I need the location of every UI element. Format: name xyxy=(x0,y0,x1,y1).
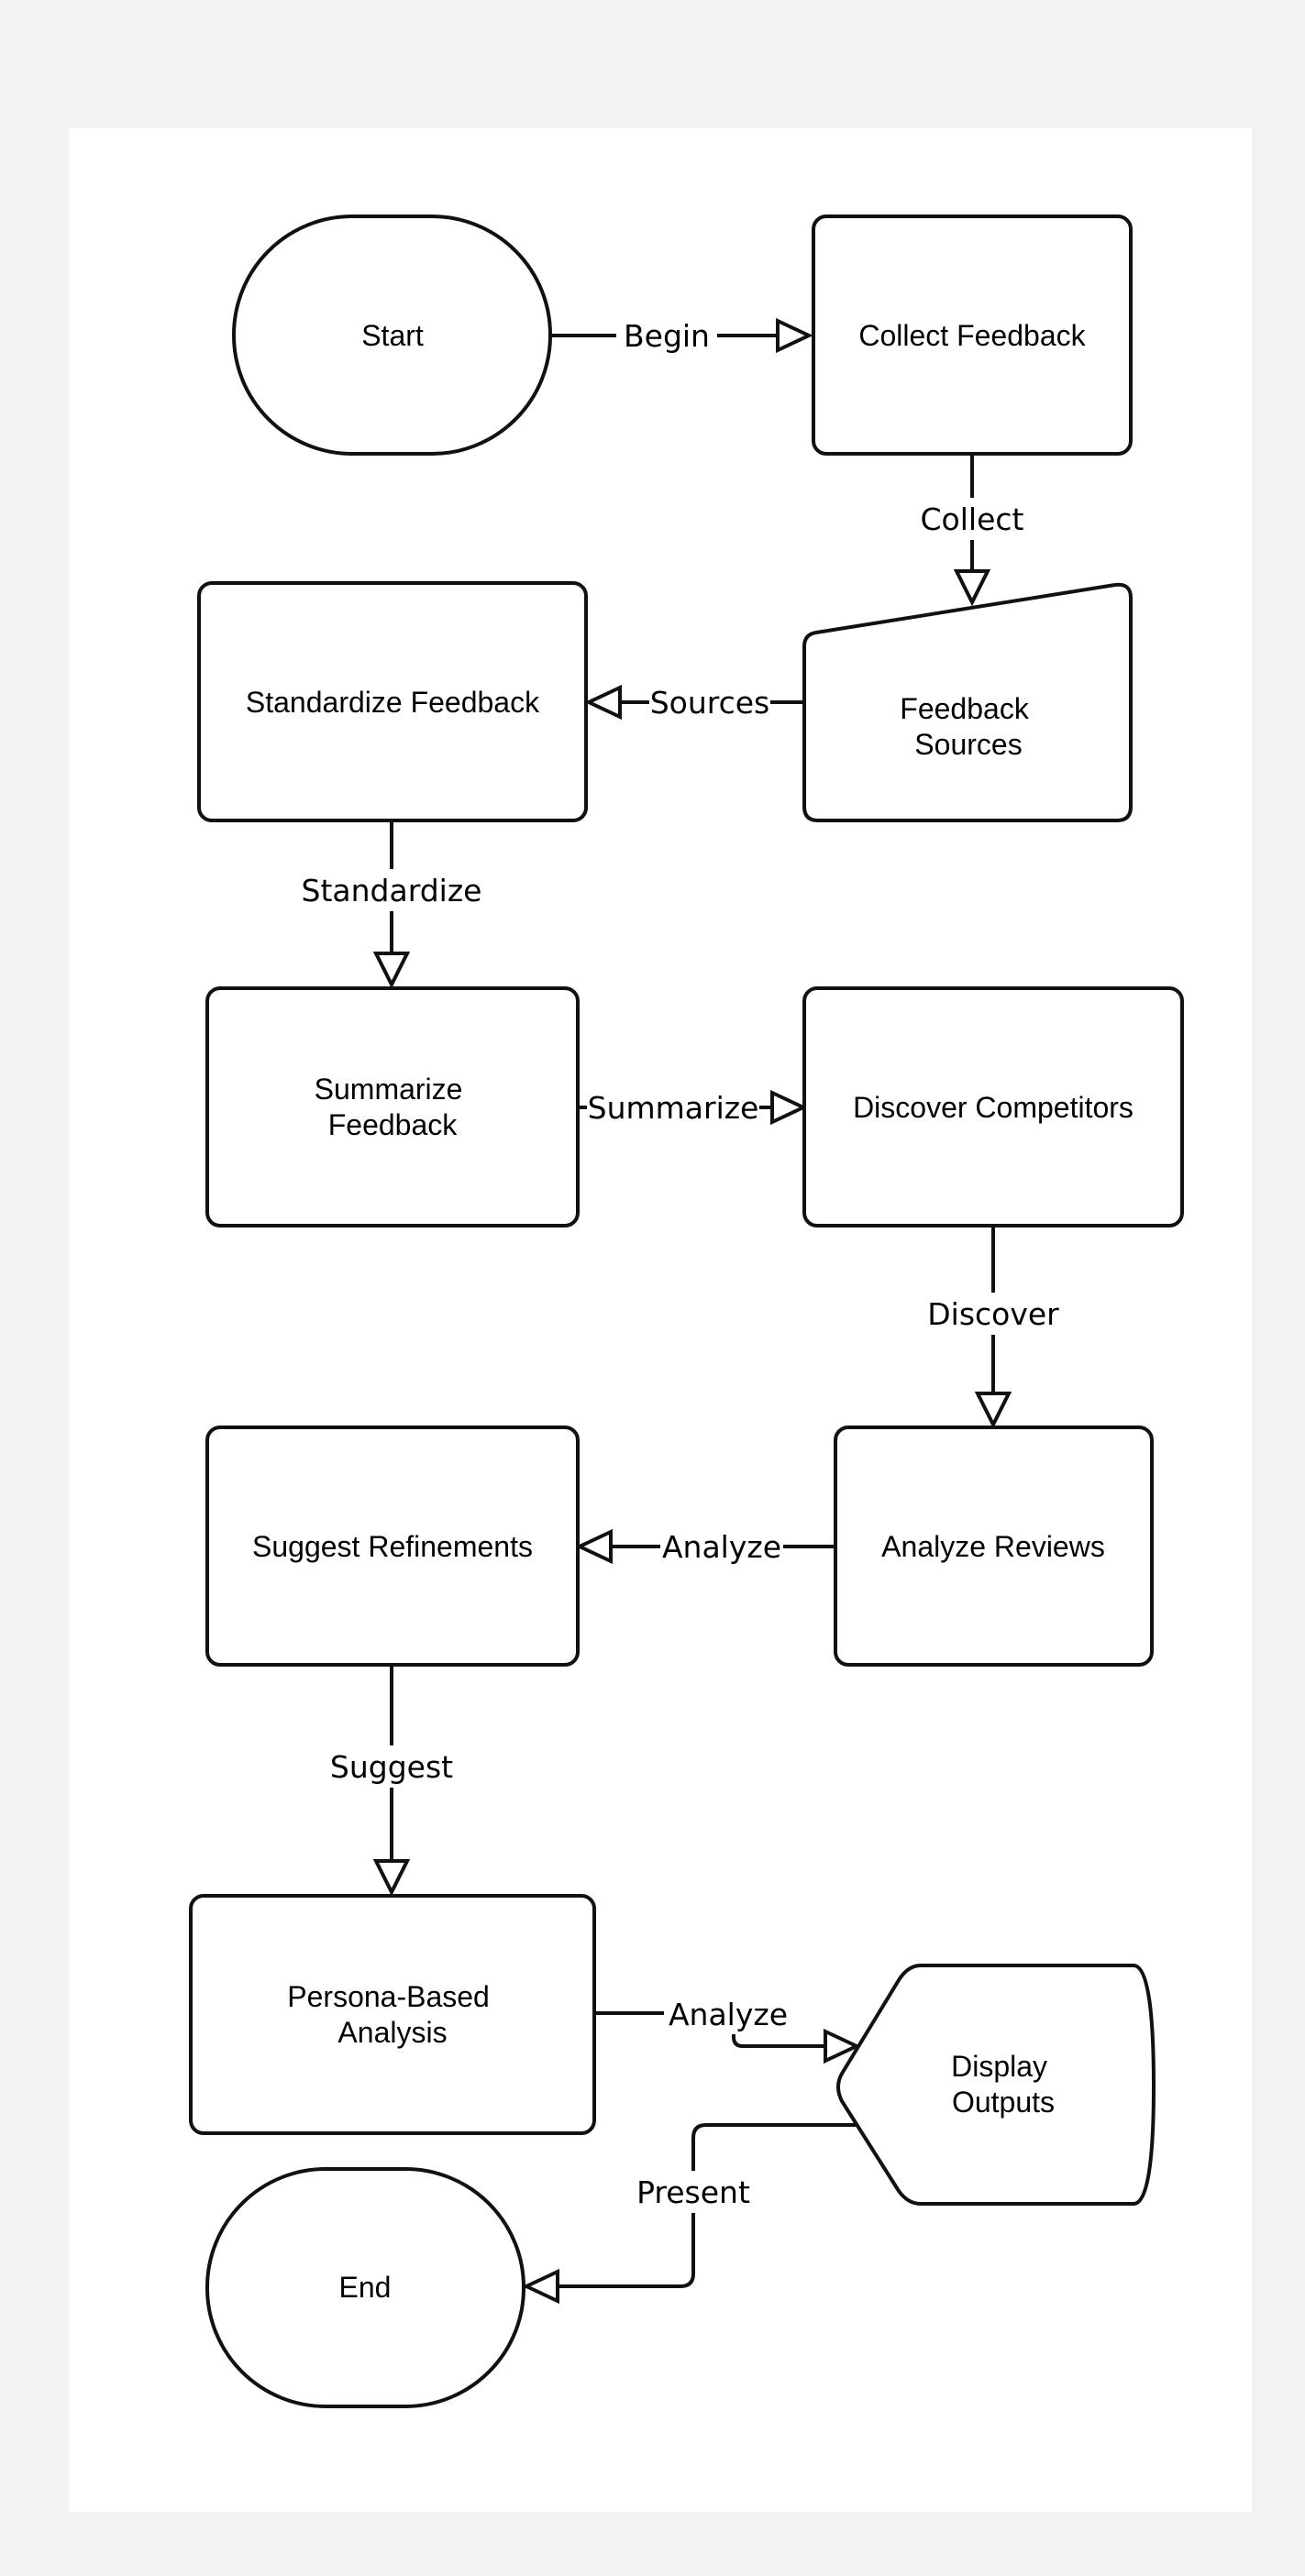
edge-label-analyze-reviews: Analyze xyxy=(662,1529,781,1565)
edge-suggest: Suggest xyxy=(327,1665,456,1897)
node-feedback-sources-label-line1: Feedback xyxy=(900,692,1030,725)
node-standardize-feedback[interactable]: Standardize Feedback xyxy=(197,581,588,822)
node-analyze-reviews[interactable]: Analyze Reviews xyxy=(834,1426,1154,1667)
node-discover-competitors[interactable]: Discover Competitors xyxy=(802,986,1184,1227)
node-analyze-reviews-label: Analyze Reviews xyxy=(881,1530,1105,1563)
edge-standardize: Standardize xyxy=(302,820,482,989)
node-suggest-refinements[interactable]: Suggest Refinements xyxy=(205,1426,580,1667)
edge-present: Present xyxy=(522,2123,862,2305)
node-end[interactable]: End xyxy=(205,2167,525,2408)
node-persona-analysis-label-line1: Persona-Based xyxy=(287,1980,490,2013)
node-display-outputs-label-line2: Outputs xyxy=(952,2086,1055,2119)
node-display-outputs[interactable]: Display Outputs xyxy=(836,1964,1156,2206)
node-display-outputs-label-line1: Display xyxy=(951,2050,1047,2083)
edge-label-analyze-persona: Analyze xyxy=(669,1997,788,2032)
edge-summarize: Summarize xyxy=(578,1086,808,1128)
edge-label-sources: Sources xyxy=(650,685,770,721)
edge-label-discover: Discover xyxy=(927,1296,1059,1332)
edge-label-begin: Begin xyxy=(624,318,710,354)
edge-analyze-reviews: Analyze xyxy=(575,1525,835,1568)
node-persona-analysis[interactable]: Persona-Based Analysis xyxy=(189,1894,596,2135)
node-standardize-feedback-label: Standardize Feedback xyxy=(246,686,540,719)
node-start-label: Start xyxy=(361,319,424,352)
edge-label-summarize: Summarize xyxy=(588,1090,759,1126)
edge-label-standardize: Standardize xyxy=(302,873,482,908)
node-feedback-sources[interactable]: Feedback Sources xyxy=(802,582,1133,822)
node-discover-competitors-label: Discover Competitors xyxy=(853,1091,1134,1124)
node-start[interactable]: Start xyxy=(232,215,552,456)
edge-discover: Discover xyxy=(920,1225,1067,1429)
node-collect-feedback-label: Collect Feedback xyxy=(858,319,1086,352)
node-summarize-feedback[interactable]: Summarize Feedback xyxy=(205,986,580,1227)
node-summarize-feedback-label-line1: Summarize xyxy=(315,1073,463,1106)
node-persona-analysis-label-line2: Analysis xyxy=(337,2016,447,2049)
edge-collect: Collect xyxy=(915,454,1029,607)
edge-analyze-persona: Analyze xyxy=(594,1994,861,2064)
svg-text:Persona-Based Analysis: Persona-Based Analysis xyxy=(287,1980,497,2049)
svg-text:Display Outputs: Display Outputs xyxy=(951,2050,1056,2119)
edge-begin: Begin xyxy=(550,314,813,357)
edge-label-present: Present xyxy=(636,2174,750,2210)
svg-text:Feedback Sources: Feedback Sources xyxy=(900,692,1036,761)
node-summarize-feedback-label-line2: Feedback xyxy=(328,1108,459,1141)
node-collect-feedback[interactable]: Collect Feedback xyxy=(812,215,1133,456)
edge-sources: Sources xyxy=(584,681,804,723)
svg-text:Summarize Feedback: Summarize Feedback xyxy=(315,1073,471,1141)
edge-label-suggest: Suggest xyxy=(330,1749,453,1785)
node-end-label: End xyxy=(339,2271,392,2304)
edge-label-collect: Collect xyxy=(921,501,1024,537)
node-suggest-refinements-label: Suggest Refinements xyxy=(252,1530,533,1563)
node-feedback-sources-label-line2: Sources xyxy=(914,728,1022,761)
